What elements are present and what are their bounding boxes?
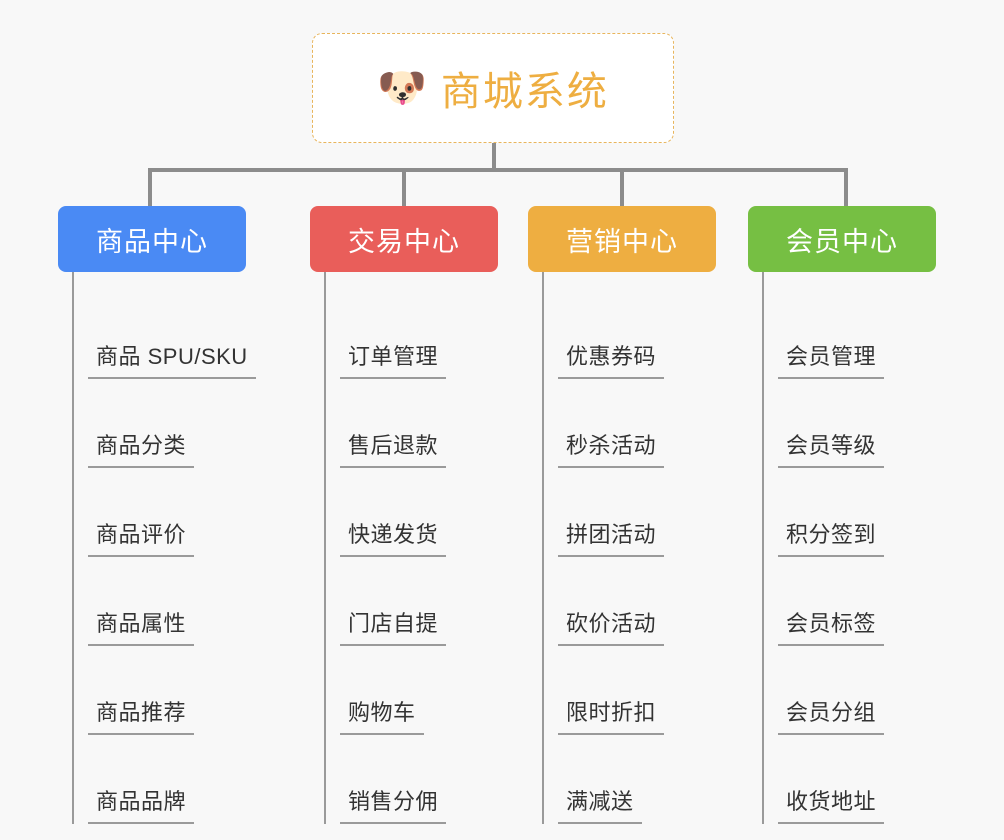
leaf-label: 会员分组 <box>778 695 885 735</box>
leaf-label: 会员等级 <box>778 428 885 468</box>
leaf-label: 购物车 <box>340 695 424 735</box>
leaf-label: 销售分佣 <box>340 784 447 824</box>
leaf-label: 积分签到 <box>778 517 885 557</box>
list-item[interactable]: 售后退款 <box>340 379 498 468</box>
category-header-marketing-center[interactable]: 营销中心 <box>528 206 716 272</box>
leaf-label: 商品属性 <box>88 606 195 646</box>
list-item[interactable]: 会员标签 <box>778 557 936 646</box>
list-item[interactable]: 优惠券码 <box>558 290 716 379</box>
root-node[interactable]: 🐶 商城系统 <box>312 33 674 143</box>
root-title: 商城系统 <box>440 70 609 114</box>
leaf-label: 限时折扣 <box>558 695 665 735</box>
category-column-marketing-center: 营销中心 优惠券码 秒杀活动 拼团活动 砍价活动 限时折扣 满减送 <box>528 206 716 824</box>
leaf-list-product-center: 商品 SPU/SKU 商品分类 商品评价 商品属性 商品推荐 商品品牌 <box>72 272 256 824</box>
list-item[interactable]: 砍价活动 <box>558 557 716 646</box>
list-item[interactable]: 会员分组 <box>778 646 936 735</box>
leaf-label: 商品推荐 <box>88 695 195 735</box>
category-label: 商品中心 <box>96 226 208 257</box>
leaf-label: 满减送 <box>558 784 642 824</box>
list-item[interactable]: 快递发货 <box>340 468 498 557</box>
category-header-product-center[interactable]: 商品中心 <box>58 206 246 272</box>
list-item[interactable]: 限时折扣 <box>558 646 716 735</box>
category-header-member-center[interactable]: 会员中心 <box>748 206 936 272</box>
leaf-label: 收货地址 <box>778 784 885 824</box>
list-item[interactable]: 商品品牌 <box>88 735 246 824</box>
category-column-product-center: 商品中心 商品 SPU/SKU 商品分类 商品评价 商品属性 商品推荐 商品品牌 <box>58 206 256 824</box>
list-item[interactable]: 满减送 <box>558 735 716 824</box>
category-header-trade-center[interactable]: 交易中心 <box>310 206 498 272</box>
leaf-label: 拼团活动 <box>558 517 665 557</box>
connector-root-stem <box>492 143 496 171</box>
leaf-label: 商品品牌 <box>88 784 195 824</box>
list-item[interactable]: 订单管理 <box>340 290 498 379</box>
list-item[interactable]: 购物车 <box>340 646 498 735</box>
leaf-label: 售后退款 <box>340 428 447 468</box>
list-item[interactable]: 商品评价 <box>88 468 246 557</box>
leaf-label: 会员标签 <box>778 606 885 646</box>
leaf-list-trade-center: 订单管理 售后退款 快递发货 门店自提 购物车 销售分佣 <box>324 272 498 824</box>
leaf-label: 订单管理 <box>340 339 447 379</box>
category-label: 交易中心 <box>348 226 460 257</box>
list-item[interactable]: 收货地址 <box>778 735 936 824</box>
list-item[interactable]: 商品 SPU/SKU <box>88 290 256 379</box>
list-item[interactable]: 商品分类 <box>88 379 246 468</box>
connector-drop-3 <box>620 168 624 210</box>
list-item[interactable]: 积分签到 <box>778 468 936 557</box>
leaf-label: 优惠券码 <box>558 339 665 379</box>
leaf-label: 商品评价 <box>88 517 195 557</box>
shiba-dog-face-icon: 🐶 <box>377 66 427 110</box>
connector-drop-4 <box>844 168 848 210</box>
leaf-label: 商品分类 <box>88 428 195 468</box>
list-item[interactable]: 门店自提 <box>340 557 498 646</box>
connector-drop-2 <box>402 168 406 210</box>
category-label: 会员中心 <box>786 226 898 257</box>
leaf-label: 砍价活动 <box>558 606 665 646</box>
list-item[interactable]: 秒杀活动 <box>558 379 716 468</box>
leaf-label: 秒杀活动 <box>558 428 665 468</box>
leaf-label: 会员管理 <box>778 339 885 379</box>
connector-drop-1 <box>148 168 152 210</box>
list-item[interactable]: 会员等级 <box>778 379 936 468</box>
category-label: 营销中心 <box>566 226 678 257</box>
list-item[interactable]: 商品推荐 <box>88 646 246 735</box>
category-column-member-center: 会员中心 会员管理 会员等级 积分签到 会员标签 会员分组 收货地址 <box>748 206 936 824</box>
leaf-list-member-center: 会员管理 会员等级 积分签到 会员标签 会员分组 收货地址 <box>762 272 936 824</box>
category-column-trade-center: 交易中心 订单管理 售后退款 快递发货 门店自提 购物车 销售分佣 <box>310 206 498 824</box>
leaf-label: 快递发货 <box>340 517 447 557</box>
connector-horizontal-bus <box>148 168 848 172</box>
list-item[interactable]: 会员管理 <box>778 290 936 379</box>
list-item[interactable]: 拼团活动 <box>558 468 716 557</box>
leaf-label: 门店自提 <box>340 606 447 646</box>
leaf-label: 商品 SPU/SKU <box>88 339 256 379</box>
list-item[interactable]: 销售分佣 <box>340 735 498 824</box>
leaf-list-marketing-center: 优惠券码 秒杀活动 拼团活动 砍价活动 限时折扣 满减送 <box>542 272 716 824</box>
list-item[interactable]: 商品属性 <box>88 557 246 646</box>
